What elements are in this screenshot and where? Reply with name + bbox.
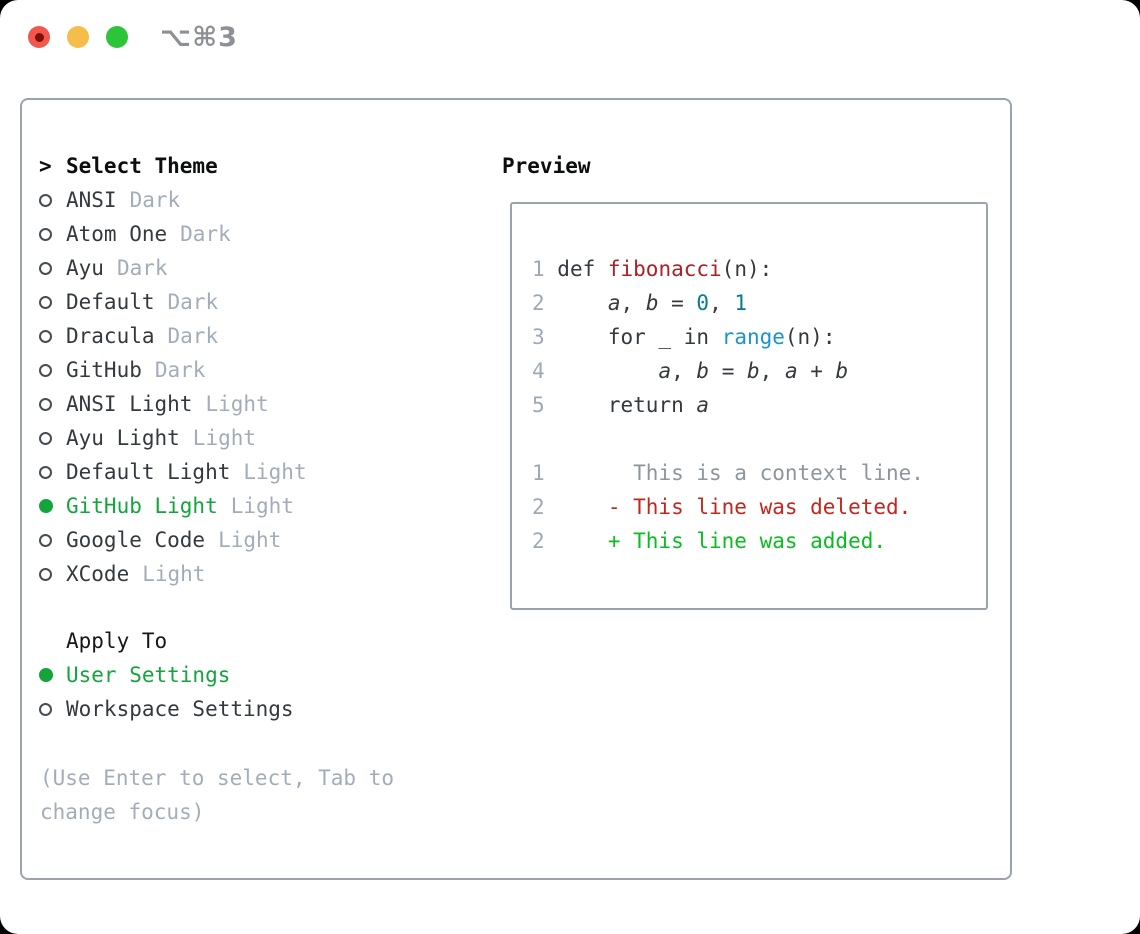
- theme-option-ayu[interactable]: Ayu Dark: [36, 251, 476, 285]
- theme-option-label: Google Code: [66, 528, 206, 552]
- radio-marker: [36, 261, 66, 275]
- theme-option-label: Ayu Light: [66, 426, 180, 450]
- preview-line-5: 5 return a: [532, 393, 710, 417]
- zoom-button[interactable]: [106, 26, 128, 48]
- radio-marker: [36, 363, 66, 377]
- preview-line-7: 1 This is a context line.: [532, 461, 924, 485]
- theme-variant-tag: Light: [205, 392, 269, 416]
- theme-option-label: Default: [66, 290, 155, 314]
- theme-option-dracula[interactable]: Dracula Dark: [36, 319, 476, 353]
- theme-variant-tag: Dark: [167, 290, 219, 314]
- theme-variant-tag: Dark: [154, 358, 206, 382]
- preview-line-6: [532, 422, 986, 456]
- code-preview: 1 def fibonacci(n): 2 a, b = 0, 1 3 for _ …: [512, 204, 986, 558]
- cursor-icon: >: [39, 154, 52, 178]
- apply-to-header: Apply To: [36, 624, 476, 658]
- theme-option-google-code[interactable]: Google Code Light: [36, 523, 476, 557]
- theme-option-github-light[interactable]: GitHub Light Light: [36, 489, 476, 523]
- radio-icon: [39, 702, 52, 716]
- preview-line-1: 1 def fibonacci(n):: [532, 257, 773, 281]
- radio-marker: [36, 702, 66, 716]
- radio-icon: [39, 397, 52, 411]
- radio-marker: [36, 295, 66, 309]
- preview-line-2: 2 a, b = 0, 1: [532, 291, 748, 315]
- radio-marker: [36, 499, 66, 513]
- theme-option-ayu-light[interactable]: Ayu Light Light: [36, 421, 476, 455]
- radio-marker: [36, 465, 66, 479]
- hint-text: (Use Enter to select, Tab to change focu…: [40, 766, 395, 824]
- theme-option-label: Ayu: [66, 256, 104, 280]
- selected-radio-icon: [39, 668, 53, 682]
- theme-variant-tag: Dark: [129, 188, 181, 212]
- theme-option-ansi-light[interactable]: ANSI Light Light: [36, 387, 476, 421]
- theme-option-label: ANSI: [66, 188, 117, 212]
- theme-option-label: XCode: [66, 562, 130, 586]
- theme-variant-tag: Dark: [180, 222, 231, 246]
- theme-variant-tag: Light: [243, 460, 307, 484]
- preview-line-8: 2 - This line was deleted.: [532, 495, 912, 519]
- theme-variant-tag: Light: [192, 426, 257, 450]
- radio-icon: [39, 465, 52, 479]
- theme-option-atom-one[interactable]: Atom One Dark: [36, 217, 476, 251]
- theme-option-github[interactable]: GitHub Dark: [36, 353, 476, 387]
- theme-option-xcode[interactable]: XCode Light: [36, 557, 476, 591]
- radio-marker: [36, 227, 66, 241]
- radio-icon: [39, 329, 52, 343]
- radio-icon: [39, 227, 52, 241]
- select-theme-title: Select Theme: [66, 154, 218, 178]
- preview-line-4: 4 a, b = b, a + b: [532, 359, 849, 383]
- radio-marker: [36, 431, 66, 445]
- apply-option-user-settings[interactable]: User Settings: [36, 658, 476, 692]
- preview-title: Preview: [502, 154, 591, 178]
- minimize-button[interactable]: [67, 26, 89, 48]
- theme-option-default-light[interactable]: Default Light Light: [36, 455, 476, 489]
- window-shortcut-label: ⌥⌘3: [160, 22, 238, 53]
- close-button[interactable]: [28, 26, 50, 48]
- radio-icon: [39, 431, 52, 445]
- radio-icon: [39, 261, 52, 275]
- theme-variant-tag: Light: [218, 528, 282, 552]
- theme-option-default[interactable]: Default Dark: [36, 285, 476, 319]
- theme-option-label: GitHub Light: [66, 494, 218, 518]
- radio-marker: [36, 668, 66, 682]
- theme-variant-tag: Dark: [167, 324, 219, 348]
- theme-option-label: ANSI Light: [66, 392, 193, 416]
- preview-pane: 1 def fibonacci(n): 2 a, b = 0, 1 3 for _ …: [510, 202, 988, 610]
- theme-option-ansi[interactable]: ANSI Dark: [36, 183, 476, 217]
- traffic-lights: [28, 26, 128, 48]
- theme-option-label: Dracula: [66, 324, 155, 348]
- close-button-dot-icon: [34, 32, 44, 42]
- selected-radio-icon: [39, 499, 53, 513]
- preview-line-9: 2 + This line was added.: [532, 529, 887, 553]
- radio-icon: [39, 193, 52, 207]
- theme-variant-tag: Dark: [116, 256, 168, 280]
- radio-icon: [39, 363, 52, 377]
- radio-marker: [36, 397, 66, 411]
- apply-to-title: Apply To: [66, 629, 168, 653]
- select-theme-header: > Select Theme: [36, 149, 476, 183]
- theme-variant-tag: Light: [230, 494, 294, 518]
- theme-variant-tag: Light: [142, 562, 206, 586]
- theme-option-label: Atom One: [66, 222, 168, 246]
- apply-option-label: Workspace Settings: [66, 697, 294, 721]
- radio-icon: [39, 567, 52, 581]
- radio-marker: [36, 329, 66, 343]
- radio-marker: [36, 533, 66, 547]
- theme-option-label: GitHub: [66, 358, 142, 382]
- apply-option-label: User Settings: [66, 663, 231, 687]
- apply-option-workspace-settings[interactable]: Workspace Settings: [36, 692, 476, 726]
- radio-icon: [39, 533, 52, 547]
- radio-marker: [36, 567, 66, 581]
- radio-icon: [39, 295, 52, 309]
- theme-option-label: Default Light: [66, 460, 231, 484]
- preview-line-3: 3 for _ in range(n):: [532, 325, 836, 349]
- radio-marker: [36, 193, 66, 207]
